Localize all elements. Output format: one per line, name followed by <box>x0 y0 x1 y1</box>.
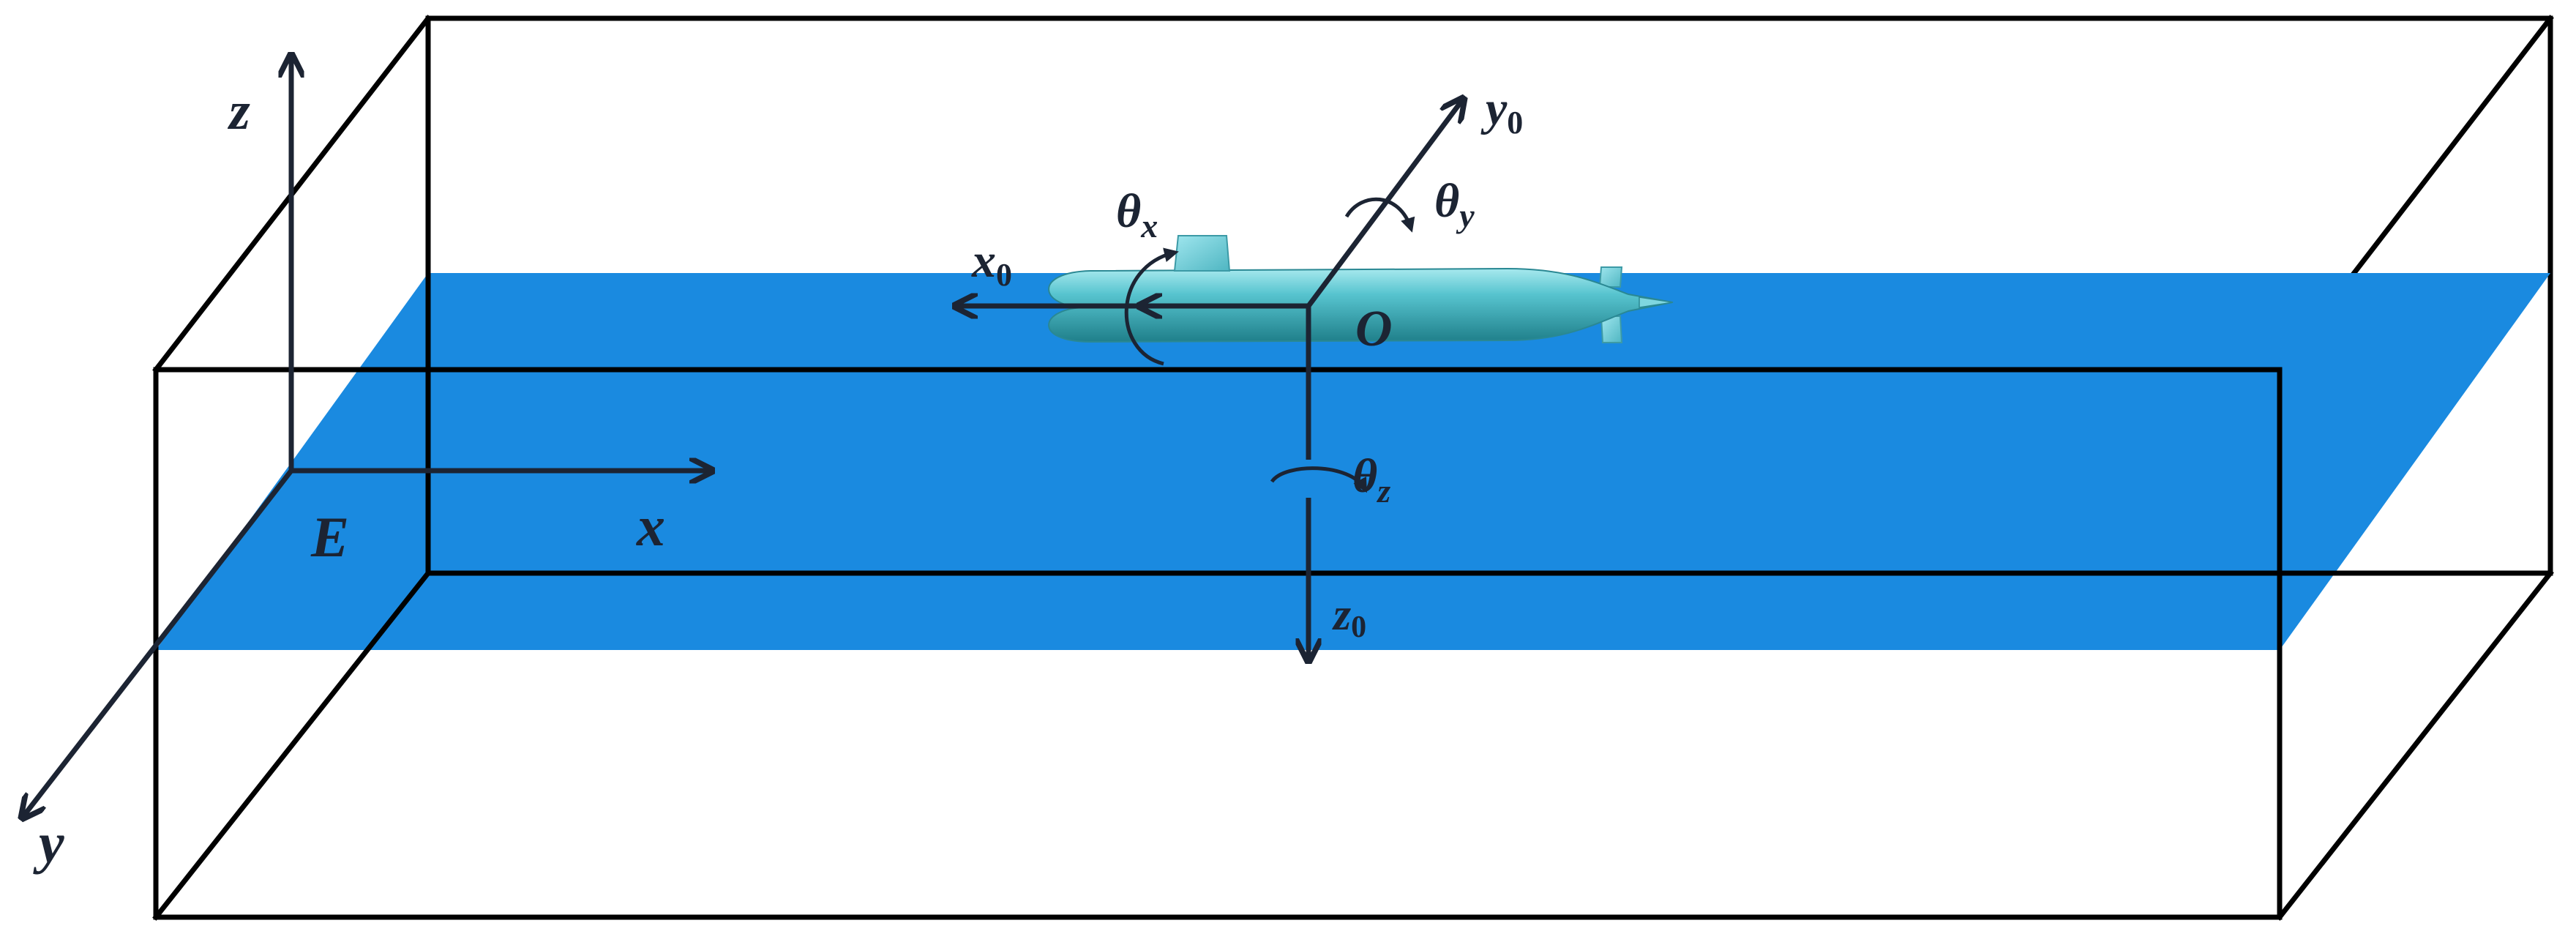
body-z0-label: z0 <box>1332 590 1366 644</box>
body-origin-label: O <box>1355 301 1393 357</box>
earth-x-label: x <box>636 494 665 558</box>
submarine-sail <box>1173 235 1231 272</box>
box-front-edges <box>152 270 2554 921</box>
body-z0-base: z <box>1332 590 1351 640</box>
earth-frame-axes <box>23 57 710 816</box>
labels: z E x y O x0 y0 z0 θx θy θz <box>33 81 1523 875</box>
rotation-arcs <box>1124 197 1415 493</box>
body-frame-axes <box>957 100 1462 659</box>
earth-z-label: z <box>227 81 250 141</box>
submarine-propeller <box>1639 296 1674 308</box>
body-x0-label: x0 <box>971 234 1012 293</box>
theta-y-rotation-arc <box>1344 197 1415 233</box>
theta-x-label: θx <box>1116 184 1158 244</box>
submarine-tail-fin-upper <box>1598 266 1623 288</box>
theta-x-base: θ <box>1116 184 1141 238</box>
box-bottom-right-depth-edge <box>2276 569 2554 921</box>
box-bottom-left-depth-edge <box>152 569 432 921</box>
submarine <box>1048 235 1674 343</box>
body-z0-sub: 0 <box>1351 610 1366 644</box>
body-y0-label: y0 <box>1480 82 1523 141</box>
body-y0-sub: 0 <box>1507 105 1523 141</box>
theta-z-label: θz <box>1352 449 1390 509</box>
body-x0-sub: 0 <box>996 257 1012 293</box>
earth-y-axis <box>23 468 293 816</box>
body-x0-base: x <box>971 234 996 288</box>
theta-z-base: θ <box>1352 449 1377 503</box>
earth-y-label: y <box>33 811 64 875</box>
theta-y-sub: y <box>1456 197 1475 234</box>
theta-z-sub: z <box>1376 472 1390 509</box>
body-y0-axis <box>1306 100 1462 308</box>
body-y0-base: y <box>1480 82 1508 135</box>
theta-x-sub: x <box>1140 207 1158 244</box>
theta-y-label: θy <box>1434 174 1475 234</box>
theta-x-rotation-arc <box>1124 247 1179 366</box>
theta-y-base: θ <box>1434 174 1459 228</box>
theta-z-rotation-arc <box>1270 466 1367 493</box>
earth-origin-label: E <box>310 505 349 569</box>
